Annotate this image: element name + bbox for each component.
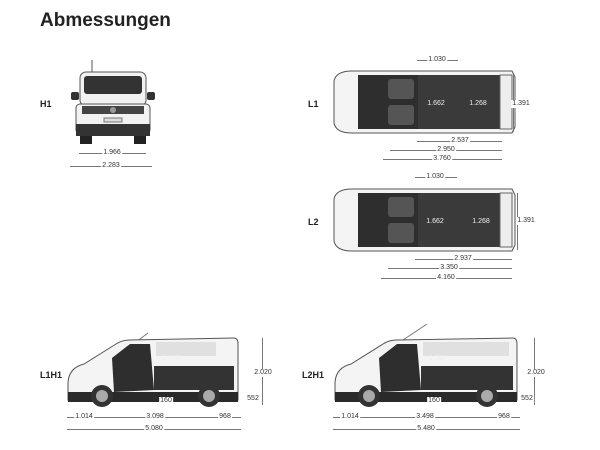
- l1h1-dim-load-sill: 552: [246, 395, 260, 403]
- l2h1-dim-total-height: 2.020: [526, 369, 546, 377]
- l1h1-dim-interior-height: 1.387: [162, 355, 180, 362]
- l1-dim-load-max: 3.760: [432, 155, 452, 163]
- l2-dim-load-floor: 2.937: [453, 255, 473, 263]
- l2h1-dim-front-overhang: 1.014: [340, 413, 360, 421]
- l2h1-dim-ground: 160: [427, 397, 441, 405]
- l1h1-label: L1H1: [40, 370, 63, 380]
- l2-dim-width-arches: 1.268: [472, 218, 490, 225]
- l2-dim-width-max: 1.662: [426, 218, 444, 225]
- page-title: Abmessungen: [40, 10, 171, 31]
- l1h1-dim-wheelbase: 3.098: [145, 413, 165, 421]
- l1h1-dim-rear-overhang: 968: [218, 413, 232, 421]
- van-top-view-l1: [333, 70, 516, 134]
- l1-dim-width-max: 1.662: [427, 100, 445, 107]
- l2-dim-side-door: 1.030: [425, 173, 445, 181]
- l1-dim-load-floor: 2.537: [450, 137, 470, 145]
- l1h1-dim-ground: 160: [159, 397, 173, 405]
- dim-outer-width: 2.283: [101, 162, 121, 170]
- van-front-view: [71, 60, 155, 144]
- l2-label: L2: [308, 217, 319, 227]
- l1-label: L1: [308, 99, 319, 109]
- front-view-label: H1: [40, 99, 52, 109]
- van-side-view-l1h1: [67, 332, 239, 407]
- l2-dim-load-max: 4.160: [436, 274, 456, 282]
- van-top-view-l2: [333, 188, 516, 252]
- l1-dim-width-arches: 1.268: [469, 100, 487, 107]
- l2-dim-rear-door: 1.391: [516, 217, 536, 225]
- l1-dim-rear-door: 1.391: [511, 100, 531, 108]
- l2h1-dim-interior-height: 1.387: [429, 355, 447, 362]
- l1-dim-load-2: 2.950: [436, 146, 456, 154]
- l2h1-dim-total-length: 5.480: [416, 425, 436, 433]
- l2h1-label: L2H1: [302, 370, 325, 380]
- van-side-view-l2h1: [334, 323, 518, 407]
- l2h1-dim-rear-overhang: 968: [497, 413, 511, 421]
- l2-dim-load-2: 3.350: [439, 264, 459, 272]
- dim-inner-width: 1.966: [102, 149, 122, 157]
- l1-dim-side-door: 1.030: [427, 56, 447, 64]
- l2h1-dim-wheelbase: 3.498: [415, 413, 435, 421]
- l1h1-dim-total-length: 5.080: [144, 425, 164, 433]
- l2h1-dim-load-sill: 552: [520, 395, 534, 403]
- l1h1-dim-total-height: 2.020: [253, 369, 273, 377]
- l1h1-dim-front-overhang: 1.014: [74, 413, 94, 421]
